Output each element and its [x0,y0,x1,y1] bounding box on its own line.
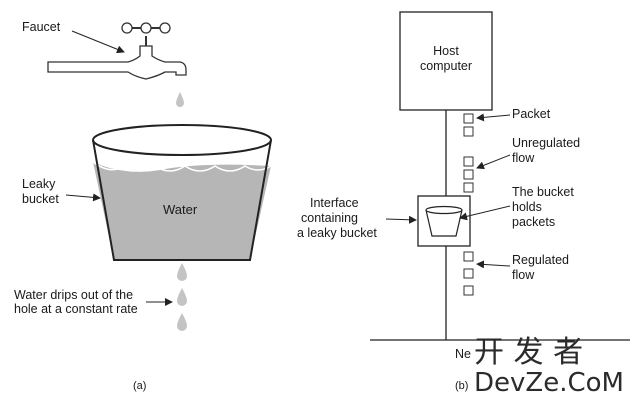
watermark-line2: DevZe.CoM [474,368,624,398]
regulated-label-line1: Regulated [512,253,569,267]
packet-label: Packet [512,107,551,121]
interface-label-line2: containing [301,211,358,225]
faucet-label: Faucet [22,20,61,34]
host-label-line1: Host [433,44,459,58]
bucket-label-line1: Leaky [22,177,56,191]
regulated-label-line2: flow [512,268,535,282]
packet-squares [463,113,474,296]
faucet [47,22,187,80]
host-label-line2: computer [420,59,472,73]
caption-a: (a) [133,380,146,392]
network-label: Ne [455,347,471,361]
water-label: Water [163,202,198,217]
caption-b: (b) [455,380,468,392]
drip-label-line2: hole at a constant rate [14,302,138,316]
interface-label-line1: Interface [310,196,359,210]
unregulated-label-line2: flow [512,151,535,165]
leaky-bucket [92,124,272,261]
leak-drips [177,263,187,331]
unregulated-label-line1: Unregulated [512,136,580,150]
holds-label-line3: packets [512,215,555,229]
holds-label-line1: The bucket [512,185,574,199]
interface-label-line3: a leaky bucket [297,226,377,240]
host-computer-box [399,11,493,111]
small-leaky-bucket [425,205,463,237]
falling-drop [176,92,184,107]
watermark-line1: 开 发 者 [474,335,583,370]
bucket-label-line2: bucket [22,192,59,206]
holds-label-line2: holds [512,200,542,214]
drip-label-line1: Water drips out of the [14,288,133,302]
